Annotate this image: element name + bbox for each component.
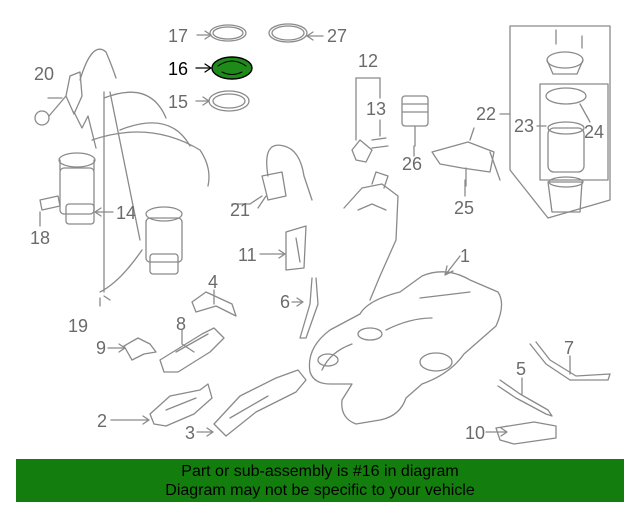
part-3-shield xyxy=(213,369,307,437)
banner-line-1: Part or sub-assembly is #16 in diagram xyxy=(181,462,459,480)
callout-22[interactable]: 22 xyxy=(476,104,496,124)
callout-23[interactable]: 23 xyxy=(514,116,534,136)
part-27-ring xyxy=(268,23,324,43)
callout-8[interactable]: 8 xyxy=(176,314,186,334)
part-21-bracket xyxy=(257,144,313,209)
part-22-boxed-assembly xyxy=(509,25,611,219)
part-15-ring xyxy=(195,90,250,112)
part-11-bracket xyxy=(285,225,307,271)
callout-7[interactable]: 7 xyxy=(564,338,574,358)
banner-line-2: Diagram may not be specific to your vehi… xyxy=(165,481,475,499)
part-16-highlighted[interactable] xyxy=(195,56,253,80)
part-17-ring xyxy=(196,24,247,42)
part-5-strap xyxy=(497,379,553,417)
part-14-sender xyxy=(39,91,210,225)
part-26-pump xyxy=(401,95,429,147)
callout-5[interactable]: 5 xyxy=(516,359,526,379)
callout-27[interactable]: 27 xyxy=(327,26,347,46)
callout-17[interactable]: 17 xyxy=(168,26,188,46)
callout-20[interactable]: 20 xyxy=(34,64,54,84)
part-4-bracket xyxy=(191,291,237,317)
callout-13[interactable]: 13 xyxy=(366,99,386,119)
callout-6[interactable]: 6 xyxy=(280,292,290,312)
leader-lines xyxy=(39,97,591,437)
callout-26[interactable]: 26 xyxy=(402,154,422,174)
callout-19[interactable]: 19 xyxy=(68,316,88,336)
part-9-clip xyxy=(123,337,157,361)
callout-25[interactable]: 25 xyxy=(454,198,474,218)
part-8-shield xyxy=(159,327,225,373)
callout-24[interactable]: 24 xyxy=(584,122,604,142)
callout-2[interactable]: 2 xyxy=(97,411,107,431)
callout-1[interactable]: 1 xyxy=(460,246,470,266)
part-25-bracket xyxy=(431,127,501,187)
info-banner: Part or sub-assembly is #16 in diagram D… xyxy=(16,459,624,502)
part-7-strap xyxy=(529,341,611,381)
part-12-13-harness xyxy=(351,77,389,163)
callout-10[interactable]: 10 xyxy=(465,423,485,443)
callout-4[interactable]: 4 xyxy=(208,272,218,292)
callout-9[interactable]: 9 xyxy=(96,338,106,358)
part-6-strap xyxy=(299,277,319,339)
callout-16[interactable]: 16 xyxy=(168,59,188,79)
callout-18[interactable]: 18 xyxy=(30,228,50,248)
callout-12[interactable]: 12 xyxy=(358,51,378,71)
callout-3[interactable]: 3 xyxy=(185,423,195,443)
part-10-shield xyxy=(495,421,557,445)
callout-11[interactable]: 11 xyxy=(238,245,257,265)
callout-15[interactable]: 15 xyxy=(168,92,188,112)
part-20-sensor xyxy=(34,48,117,149)
callout-14[interactable]: 14 xyxy=(116,203,136,223)
part-1-fuel-tank xyxy=(308,171,503,425)
callout-21[interactable]: 21 xyxy=(230,200,250,220)
part-19-sender xyxy=(99,91,183,301)
callout-labels: 17 27 16 15 20 12 13 26 22 23 24 25 21 1… xyxy=(30,26,604,443)
fuel-system-diagram: 17 27 16 15 20 12 13 26 22 23 24 25 21 1… xyxy=(30,23,611,445)
part-2-shield xyxy=(149,383,213,427)
